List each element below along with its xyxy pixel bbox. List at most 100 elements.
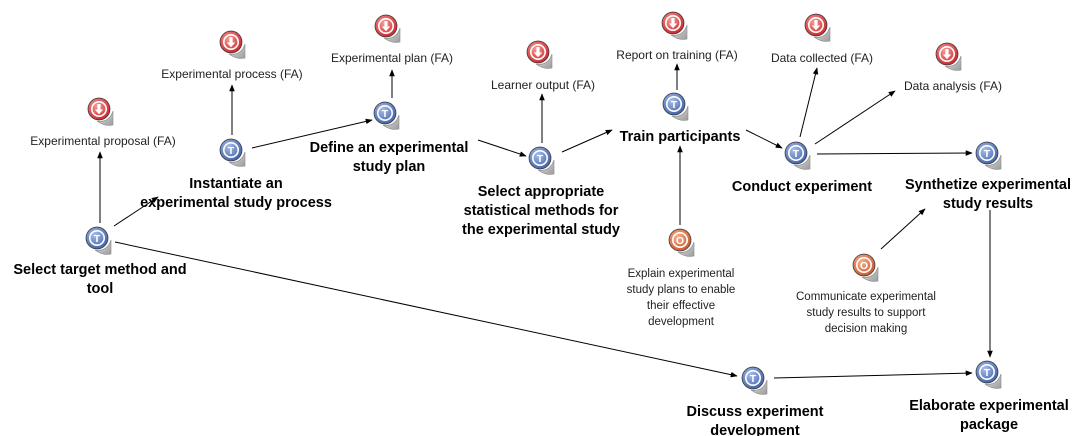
select-stats-label: statistical methods for (464, 203, 619, 219)
icon-shadow (537, 159, 555, 175)
icon-shadow (383, 27, 401, 43)
objective-communicate-objective-icon[interactable]: O (852, 253, 879, 282)
instantiate-label: Instantiate an (189, 176, 282, 192)
out-proposal-label: Experimental proposal (FA) (30, 134, 175, 148)
icon-shadow (861, 266, 879, 282)
icon-ring (744, 369, 761, 386)
out-collected-output-down-arrow-icon[interactable] (804, 13, 831, 42)
out-proposal-output-down-arrow-icon[interactable] (87, 97, 114, 126)
edge-select_target-to-instantiate (113, 196, 159, 227)
objective-explain-label: Explain experimental (628, 268, 735, 280)
labels-layer: Select target method and tool Instantiate … (13, 48, 1071, 436)
icon-shadow (382, 114, 400, 130)
objective-communicate-label: decision making (825, 323, 907, 335)
edge-discuss-to-elaborate (773, 370, 973, 379)
icon-glyph: O (676, 235, 684, 247)
down-arrow-glyph (226, 37, 236, 48)
edge-select_target-to-discuss (114, 241, 738, 378)
icon-ring (89, 230, 106, 247)
icon-ring (223, 33, 240, 50)
select-target-task-icon[interactable]: T (85, 226, 112, 255)
out-training-output-down-arrow-icon[interactable] (661, 11, 688, 40)
icon-shadow (813, 26, 831, 42)
icon-ring (978, 363, 995, 380)
out-learner-output-down-arrow-icon[interactable] (526, 40, 553, 69)
icon-glyph: T (984, 367, 991, 379)
down-arrow-glyph (381, 21, 391, 32)
icon-shadow (677, 241, 695, 257)
out-analysis-output-down-arrow-icon[interactable] (935, 42, 962, 71)
icon-glyph: T (537, 153, 544, 165)
out-learner-label: Learner output (FA) (491, 78, 595, 92)
icon-ring (91, 101, 108, 118)
out-collected-label: Data collected (FA) (771, 51, 873, 65)
select-target-label: tool (87, 281, 114, 297)
icon-glyph: T (984, 148, 991, 160)
icon-glyph: T (228, 145, 235, 157)
icon-shadow (793, 154, 811, 170)
down-arrow-glyph (942, 49, 952, 60)
objective-communicate-label: Communicate experimental (796, 291, 936, 303)
select-stats-label: the experimental study (462, 222, 620, 238)
icon-shadow (944, 55, 962, 71)
icon-glyph: T (750, 373, 757, 385)
down-arrow-glyph (668, 18, 678, 29)
objective-communicate-label: study results to support (807, 307, 927, 319)
nodes-layer: T T T T T T T T T O O (85, 11, 1002, 395)
icon-ring (377, 17, 394, 34)
icon-shadow (671, 105, 689, 121)
icon-ring (223, 142, 240, 159)
icon-shadow (96, 110, 114, 126)
out-plan-output-down-arrow-icon[interactable] (374, 14, 401, 43)
icon-shadow (670, 24, 688, 40)
conduct-label: Conduct experiment (732, 179, 872, 195)
train-task-icon[interactable]: T (662, 92, 689, 121)
icon-glyph: T (793, 148, 800, 160)
discuss-task-icon[interactable]: T (741, 366, 768, 395)
discuss-label: development (710, 423, 800, 436)
edge-train-to-conduct (745, 129, 783, 149)
down-arrow-glyph (811, 20, 821, 31)
select-stats-label: Select appropriate (478, 184, 605, 200)
icon-shadow (750, 379, 768, 395)
icon-shadow (228, 151, 246, 167)
out-process-label: Experimental process (FA) (161, 67, 302, 81)
select-target-label: Select target method and (13, 262, 186, 278)
edge-objective_communicate-to-synthetize (880, 208, 926, 250)
icon-ring (787, 145, 804, 162)
define-plan-label: Define an experimental (310, 140, 469, 156)
icon-shadow (94, 239, 112, 255)
instantiate-label: experimental study process (140, 195, 332, 211)
elaborate-task-icon[interactable]: T (975, 360, 1002, 389)
down-arrow-glyph (533, 47, 543, 58)
icon-ring (978, 145, 995, 162)
icon-glyph: T (671, 99, 678, 111)
icon-ring (531, 150, 548, 167)
elaborate-label: Elaborate experimental (909, 398, 1069, 414)
synthetize-label: study results (943, 196, 1033, 212)
icon-glyph: T (94, 233, 101, 245)
icon-ring (938, 45, 955, 62)
out-training-label: Report on training (FA) (616, 48, 737, 62)
edge-conduct-to-synthetize (816, 150, 973, 156)
define-plan-task-icon[interactable]: T (373, 101, 400, 130)
edge-conduct-to-out_collected (799, 67, 819, 138)
instantiate-task-icon[interactable]: T (219, 138, 246, 167)
synthetize-label: Synthetize experimental (905, 177, 1071, 193)
objective-explain-label: study plans to enable (627, 284, 736, 296)
select-stats-task-icon[interactable]: T (528, 146, 555, 175)
out-process-output-down-arrow-icon[interactable] (219, 30, 246, 59)
synthetize-task-icon[interactable]: T (975, 141, 1002, 170)
out-plan-label: Experimental plan (FA) (331, 51, 453, 65)
edge-select_stats-to-train (561, 129, 613, 153)
icon-ring (671, 232, 688, 249)
objective-explain-objective-icon[interactable]: O (668, 228, 695, 257)
icon-shadow (984, 373, 1002, 389)
edge-define_plan-to-select_stats (477, 139, 527, 157)
elaborate-label: package (960, 417, 1018, 433)
conduct-task-icon[interactable]: T (784, 141, 811, 170)
icon-ring (664, 15, 681, 31)
icon-shadow (535, 53, 553, 69)
icon-ring (855, 256, 872, 273)
discuss-label: Discuss experiment (686, 404, 823, 420)
